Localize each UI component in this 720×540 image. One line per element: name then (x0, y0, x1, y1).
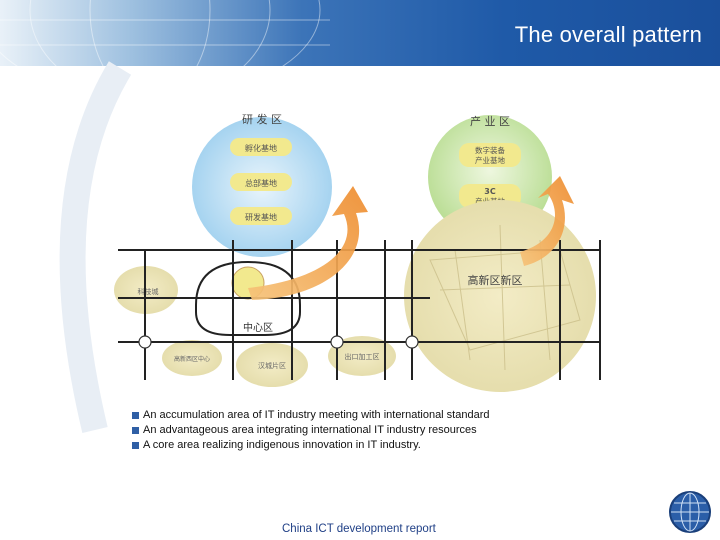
center-zone-label: 中心区 (243, 321, 273, 334)
bullet-list: An accumulation area of IT industry meet… (132, 408, 552, 453)
high-tech-zone-area: 高新区新区 (404, 200, 596, 392)
bullet-text: An advantageous area integrating interna… (143, 424, 477, 436)
bullet-text: An accumulation area of IT industry meet… (143, 409, 490, 421)
bullet-item: A core area realizing indigenous innovat… (132, 438, 552, 453)
industry-item-digital-line2: 产业基地 (475, 155, 505, 165)
industry-item-3c-line1: 3C (484, 187, 496, 196)
bullet-item: An advantageous area integrating interna… (132, 423, 552, 438)
southwest-zone-label: 汉城片区 (258, 361, 286, 370)
footer-text: China ICT development report (282, 523, 436, 535)
west-zone-label: 高新西区中心 (174, 355, 210, 363)
high-tech-zone-label: 高新区新区 (468, 273, 523, 287)
arrow-to-industry-icon (248, 186, 368, 300)
bullet-text: A core area realizing indigenous innovat… (143, 439, 421, 451)
rd-zone-heading: 研 发 区 (242, 112, 282, 126)
rd-item-incubator: 孵化基地 (245, 143, 277, 153)
export-zone-label: 出口加工区 (345, 352, 380, 361)
industry-zone-heading: 产 业 区 (470, 114, 510, 128)
header-banner: The overall pattern (0, 0, 720, 66)
bullet-item: An accumulation area of IT industry meet… (132, 408, 552, 423)
page-title: The overall pattern (514, 22, 702, 47)
bullet-square-icon (132, 427, 139, 434)
globe-grid-decoration (0, 0, 330, 66)
industry-item-digital-line1: 数字装备 (475, 145, 505, 155)
bullet-square-icon (132, 442, 139, 449)
rd-zone-bubble: 研 发 区 孵化基地 总部基地 研发基地 (192, 112, 332, 257)
kejicheng-label: 科技城 (138, 287, 159, 296)
globe-logo-icon (669, 491, 711, 533)
bullet-square-icon (132, 412, 139, 419)
rd-item-headquarters: 总部基地 (245, 178, 277, 188)
rd-item-research-base: 研发基地 (245, 212, 277, 222)
arrow-high-tech-icon (520, 176, 574, 266)
